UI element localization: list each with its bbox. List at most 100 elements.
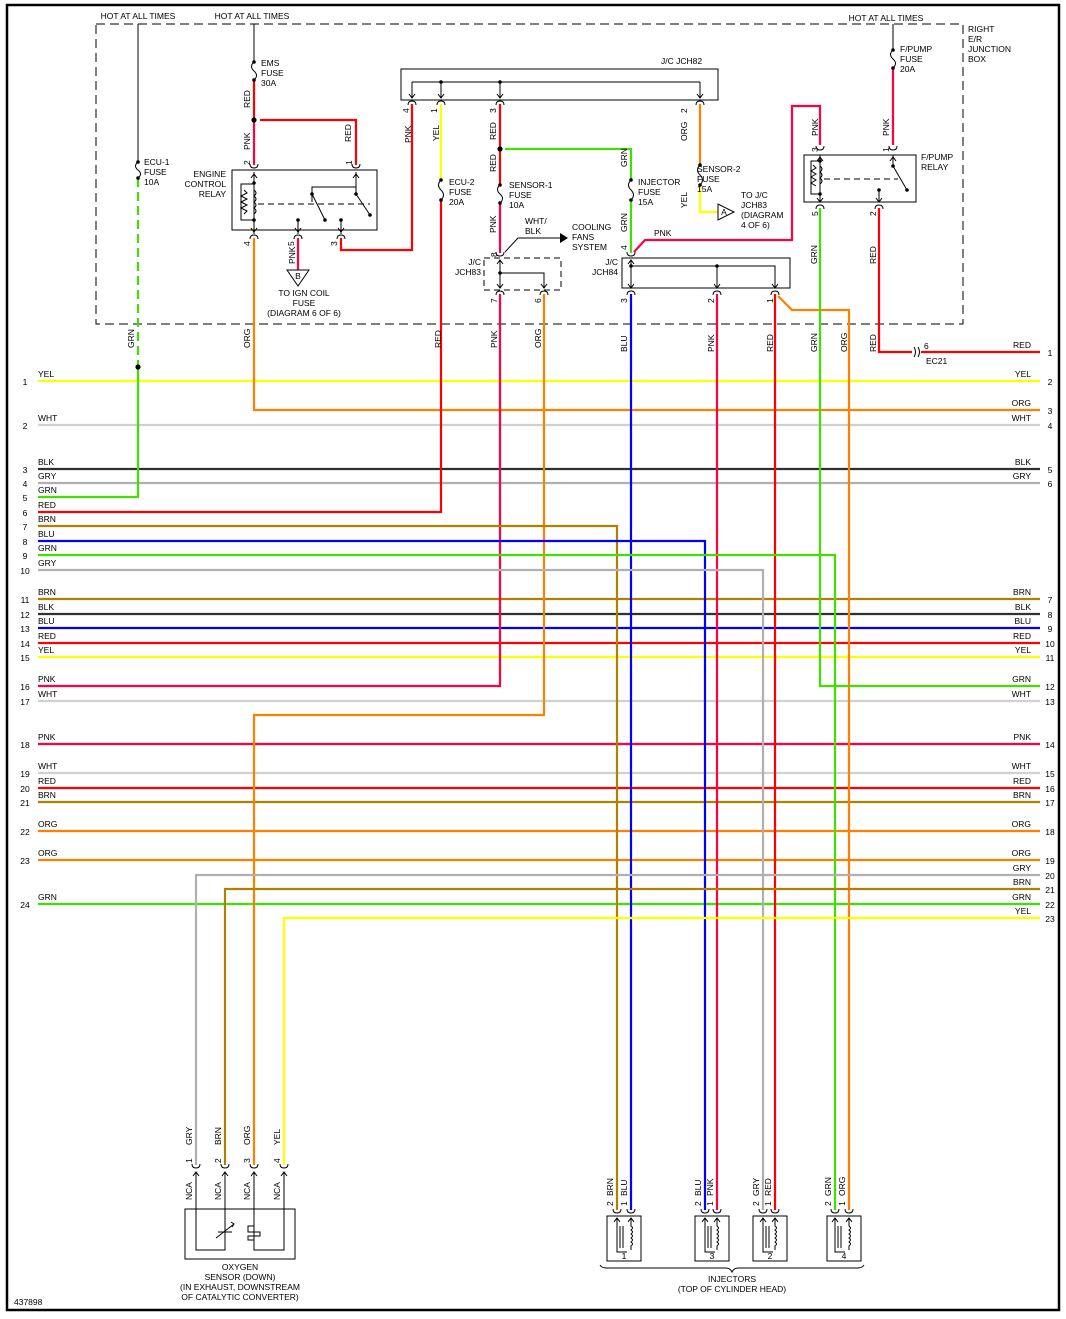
- jch83-ref-text-line-4: 4 OF 6): [741, 220, 770, 230]
- pin-arrow: [337, 227, 345, 233]
- right-wire-label-19: ORG: [1012, 848, 1031, 858]
- injector-coil-icon: [716, 1218, 719, 1250]
- left-pin-24: 24: [20, 900, 30, 910]
- pin-label-jch84-2: 2: [706, 298, 716, 303]
- wire-label-v-red3: RED: [868, 334, 878, 352]
- ign-coil-ref-text-line-1: TO IGN COIL: [278, 288, 330, 298]
- ems-fuse-symbol: [251, 61, 257, 81]
- oxygen-sensor-pin-2: [220, 1163, 230, 1169]
- ec21-connector-icon: [913, 346, 920, 358]
- left-pin-19: 19: [20, 769, 30, 779]
- fpump-pin5: [815, 204, 825, 210]
- left-wire-label-4: GRY: [38, 471, 57, 481]
- left-pin-18: 18: [20, 740, 30, 750]
- left-wire-label-2: WHT: [38, 413, 57, 423]
- engine-relay-label-line-2: CONTROL: [184, 179, 226, 189]
- connector-ref-a-letter: A: [721, 207, 727, 217]
- engine-relay-label-line-1: ENGINE: [193, 169, 226, 179]
- oxygen-sensor-label-line-1: OXYGEN: [222, 1262, 258, 1272]
- cooling-fans-arrow-icon: [560, 233, 568, 243]
- junction-dot: [339, 218, 343, 222]
- junction-dot: [498, 271, 502, 275]
- cooling-fans-lead: [504, 237, 562, 253]
- relay-switch-lines: [311, 172, 371, 221]
- wire-label-v-grn: GRN: [126, 329, 136, 348]
- junction-dot: [891, 164, 895, 168]
- injector-pin: [712, 1208, 722, 1214]
- ecu1-splice: [135, 364, 141, 370]
- right-wire-label-16: RED: [1013, 776, 1031, 786]
- wire-label-s1-out: PNK: [488, 215, 498, 233]
- pin-label-relay-3: 3: [329, 241, 339, 246]
- sensor2-fuse-label-line-2: FUSE: [697, 174, 720, 184]
- injector-pin: [770, 1208, 780, 1214]
- fpump-fuse-label-line-2: FUSE: [900, 54, 923, 64]
- pin-arrow: [496, 259, 504, 265]
- wire-label-inj-in: GRN: [619, 148, 629, 167]
- oxygen-sensor-pin-4: [279, 1163, 289, 1169]
- left-wire-label-5: GRN: [38, 485, 57, 495]
- oxygen-pin-nca-1: NCA: [184, 1182, 194, 1200]
- wire-label-ign-pnk: PNK: [287, 246, 297, 264]
- injector-1-box: [606, 1215, 642, 1262]
- injector-pin1-num: 1: [763, 1201, 773, 1206]
- oxygen-pin-color-2: BRN: [213, 1127, 223, 1145]
- junction-dot: [296, 218, 300, 222]
- right-pin-6: 6: [1048, 479, 1053, 489]
- left-pin-16: 16: [20, 682, 30, 692]
- oxygen-pin-num-2: 2: [213, 1158, 223, 1163]
- wire-label-v-grn2: GRN: [809, 333, 819, 352]
- left-pin-12: 12: [20, 610, 30, 620]
- right-wire-label-20: GRY: [1013, 863, 1032, 873]
- left-wire-label-16: PNK: [38, 674, 56, 684]
- wire-label-ems-relay1: RED: [343, 124, 353, 142]
- sensor1-fuse-symbol: [497, 184, 503, 204]
- left-wire-label-11: BRN: [38, 587, 56, 597]
- jch82-box: [400, 68, 719, 101]
- junction-dot: [905, 188, 909, 192]
- pin-arrow: [627, 259, 635, 265]
- junction-box-outline: [95, 23, 964, 325]
- fpump-fuse-label-line-3: 20A: [900, 64, 915, 74]
- ecu2-fuse-label-line-1: ECU-2: [449, 177, 475, 187]
- pin-arrow: [250, 227, 258, 233]
- right-pin-3: 3: [1048, 406, 1053, 416]
- right-pin-13: 13: [1045, 697, 1055, 707]
- junction-dot: [498, 80, 502, 84]
- junction-dot: [715, 264, 719, 268]
- right-pin-2: 2: [1048, 377, 1053, 387]
- jch84-internal: [630, 260, 776, 288]
- oxygen-pin-color-3: ORG: [242, 1126, 252, 1145]
- injector-pin1-color: PNK: [705, 1178, 715, 1196]
- wire-label-jch82-1: YEL: [431, 125, 441, 141]
- wire-label-inj-out: GRN: [619, 213, 629, 232]
- fpump-relay-label-line-2: RELAY: [921, 162, 949, 172]
- left-pin-2: 2: [23, 421, 28, 431]
- wire-9-grn: [38, 553, 837, 1210]
- jch82-pin: [695, 100, 705, 106]
- sensor1-fuse-label-line-1: SENSOR-1: [509, 180, 553, 190]
- fpump-pin1: [888, 145, 898, 151]
- pin-label-jch84-4: 4: [619, 245, 629, 250]
- right-wire-label-2: YEL: [1015, 369, 1031, 379]
- left-pin-11: 11: [21, 595, 30, 605]
- sensor2-fuse-symbol: [697, 164, 703, 186]
- pin-arrow: [875, 197, 883, 203]
- right-wire-label-3: ORG: [1012, 398, 1031, 408]
- injector-pin: [758, 1208, 768, 1214]
- wires-layer: [38, 68, 1040, 1210]
- left-pin-14: 14: [20, 639, 30, 649]
- right-wire-label-8: BLK: [1015, 602, 1031, 612]
- fpump-coil-icon: [819, 165, 823, 185]
- cooling-fans-wire-label-line-2: BLK: [525, 226, 541, 236]
- left-pin-9: 9: [23, 551, 28, 561]
- wire-label-jch82-3: RED: [488, 122, 498, 140]
- left-wire-label-15: YEL: [38, 645, 54, 655]
- junction-dot: [323, 218, 327, 222]
- pin-arrow: [816, 197, 824, 203]
- wire-label-fp1: PNK: [881, 118, 891, 136]
- left-pin-20: 20: [20, 784, 30, 794]
- left-pin-22: 22: [20, 827, 30, 837]
- oxygen-pin-nca-2: NCA: [213, 1182, 223, 1200]
- pin-arrow: [889, 156, 897, 162]
